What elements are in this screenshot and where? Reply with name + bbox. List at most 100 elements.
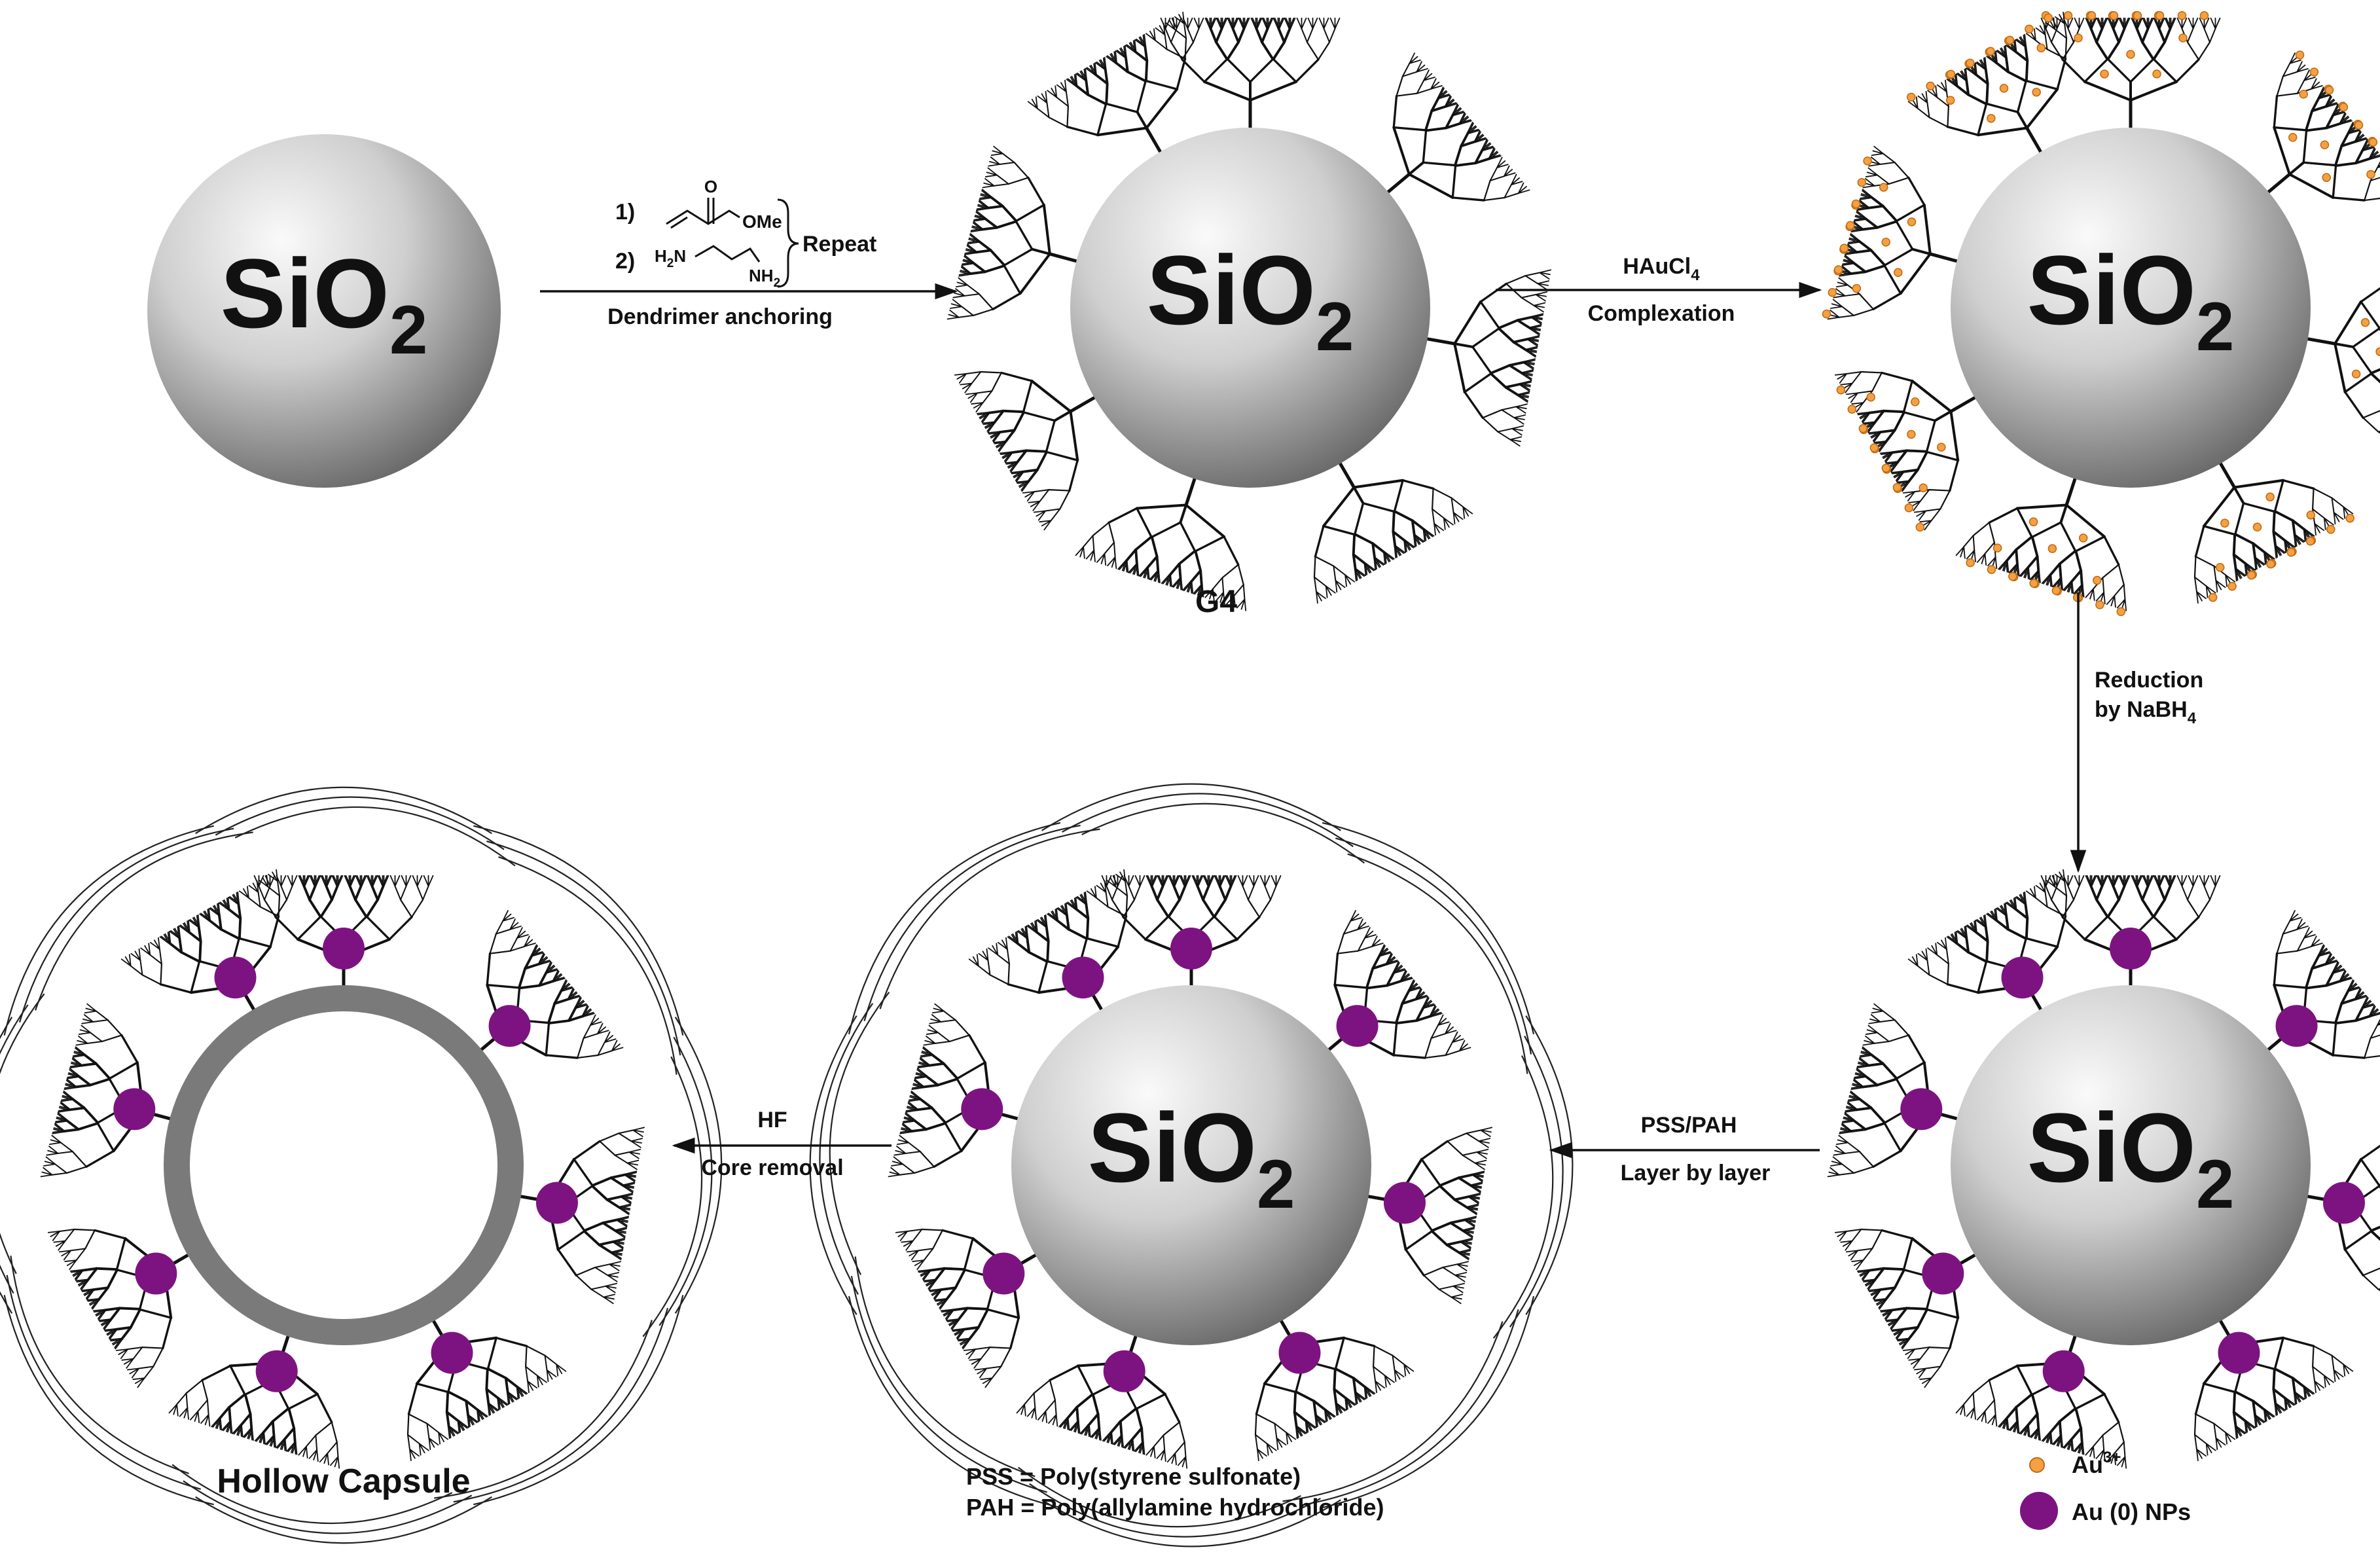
particle-au-nanoparticles: SiO2 [1828, 870, 2380, 1468]
particle-g4-dendrimer: SiO2 G4 [948, 12, 1551, 619]
dendrimer-wedge-icon [408, 1319, 566, 1461]
orange-dot-icon [1837, 386, 1845, 394]
orange-dot-icon [2030, 1458, 2044, 1472]
orange-dot-icon [2009, 573, 2017, 581]
polyelectrolyte-arc [5, 1295, 214, 1504]
dendrimer-wedge-icon [170, 1334, 340, 1468]
orange-dot-icon [1994, 544, 2002, 552]
dendrimer-wedge-icon [948, 147, 1079, 319]
orange-dot-icon [2296, 51, 2304, 59]
step2-below-label: Complexation [1588, 301, 1735, 326]
purple-dot-icon [215, 956, 257, 998]
dendrimer-wedge-icon [41, 1004, 173, 1177]
step5-above-label: HF [757, 1108, 787, 1132]
legend-au0-label: Au (0) NPs [2072, 1498, 2191, 1525]
dendrimer-wedge-icon [518, 1127, 644, 1303]
repeat-label: Repeat [802, 232, 876, 257]
step3-line2: by NaBH4 [2095, 697, 2197, 727]
orange-dot-icon [1828, 289, 1836, 297]
dendrimer-wedge-icon [1255, 1319, 1413, 1461]
orange-dot-icon [2327, 526, 2335, 534]
orange-dot-icon [1867, 393, 1875, 401]
polyelectrolyte-arc [1082, 804, 1365, 863]
dendrimer-wedge-icon [1425, 270, 1551, 446]
polyelectrolyte-arc [0, 1005, 28, 1294]
orange-dot-icon [1835, 266, 1843, 274]
methyl-acrylate-structure [666, 198, 740, 228]
orange-dot-icon [1987, 47, 1994, 55]
orange-dot-icon [1893, 484, 1901, 492]
dendrimer-wedge-icon [2195, 1319, 2353, 1461]
dendrimer-wedge-icon [1909, 870, 2066, 1012]
ome-label: OMe [742, 211, 782, 232]
dendrimer-wedge-icon [2042, 12, 2220, 130]
polyelectrolyte-arc [196, 1497, 492, 1543]
dendrimer-wedge-icon [1835, 1229, 1977, 1387]
polyelectrolyte-arc [1510, 1036, 1563, 1328]
dendrimer-wedge-icon [48, 1229, 190, 1387]
purple-dot-icon [1279, 1332, 1321, 1374]
step4-below-label: Layer by layer [1621, 1161, 1771, 1185]
polyelectrolyte-arc [1526, 1016, 1572, 1315]
purple-dot-icon [1104, 1350, 1145, 1392]
dendrimer-wedge-icon [889, 1004, 1020, 1177]
orange-dot-icon [2362, 319, 2370, 327]
polyelectrolyte-arc [1062, 793, 1354, 846]
step-complexation: HAuCl4 Complexation [1496, 254, 1820, 326]
polyelectrolyte-arc [0, 994, 45, 1274]
orange-dot-icon [1859, 425, 1867, 433]
orange-dot-icon [1882, 238, 1890, 246]
purple-dot-icon [2323, 1182, 2365, 1223]
nh2-label: NH2 [749, 266, 780, 290]
purple-dot-icon [323, 928, 365, 969]
orange-dot-icon [1852, 285, 1860, 293]
polyelectrolyte-arc [7, 1275, 201, 1489]
purple-dot-icon [113, 1088, 155, 1130]
dendrimer-wedge-icon [1828, 1004, 1960, 1177]
orange-dot-icon [1966, 59, 1974, 67]
purple-dot-icon [431, 1332, 473, 1374]
purple-dot-icon [1062, 956, 1104, 998]
step1-num1: 1) [615, 200, 635, 225]
orange-dot-icon [1905, 504, 1913, 512]
orange-dot-icon [1858, 179, 1866, 187]
orange-dot-icon [2307, 537, 2315, 545]
pss-note: PSS = Poly(styrene sulfonate) [966, 1463, 1301, 1490]
legend-au3-label: Au3+ [2072, 1449, 2121, 1478]
step4-above-label: PSS/PAH [1641, 1113, 1737, 1138]
polyelectrolyte-arc [473, 1295, 683, 1504]
dendrimer-wedge-icon [1366, 1127, 1492, 1303]
orange-dot-icon [1840, 244, 1848, 252]
purple-dot-icon [1922, 1253, 1964, 1295]
carbonyl-o: O [704, 177, 717, 196]
orange-dot-icon [2209, 594, 2217, 602]
purple-dot-icon [2110, 928, 2152, 969]
dendrimer-wedge-icon [1327, 911, 1471, 1058]
purple-dot-icon [135, 1253, 177, 1295]
orange-dot-icon [2096, 601, 2104, 609]
step-core-removal: HF Core removal [674, 1108, 892, 1180]
orange-dot-icon [1907, 431, 1915, 439]
polyelectrolyte-arc [643, 1057, 702, 1337]
orange-dot-icon [2032, 88, 2040, 96]
polyelectrolyte-arc [1042, 784, 1341, 831]
orange-dot-icon [1926, 82, 1934, 90]
dendrimer-wedge-icon [1386, 53, 1530, 200]
orange-dot-icon [1882, 464, 1890, 472]
purple-dot-icon [1384, 1182, 1426, 1223]
orange-dot-icon [2179, 34, 2187, 42]
orange-dot-icon [1864, 157, 1871, 165]
dendrimer-wedge-icon [1956, 1334, 2127, 1468]
step-layer-by-layer: PSS/PAH Layer by layer [1551, 1113, 1820, 1185]
orange-dot-icon [2178, 12, 2186, 20]
dendrimer-wedge-icon [1835, 372, 1977, 531]
polyelectrolyte-arc [454, 1308, 668, 1502]
orange-dot-icon [1822, 310, 1830, 318]
purple-dot-icon [536, 1182, 578, 1223]
orange-dot-icon [2346, 515, 2354, 522]
orange-dot-icon [2355, 121, 2363, 129]
orange-dot-icon [2228, 583, 2236, 590]
polyelectrolyte-arc [5, 826, 214, 1036]
